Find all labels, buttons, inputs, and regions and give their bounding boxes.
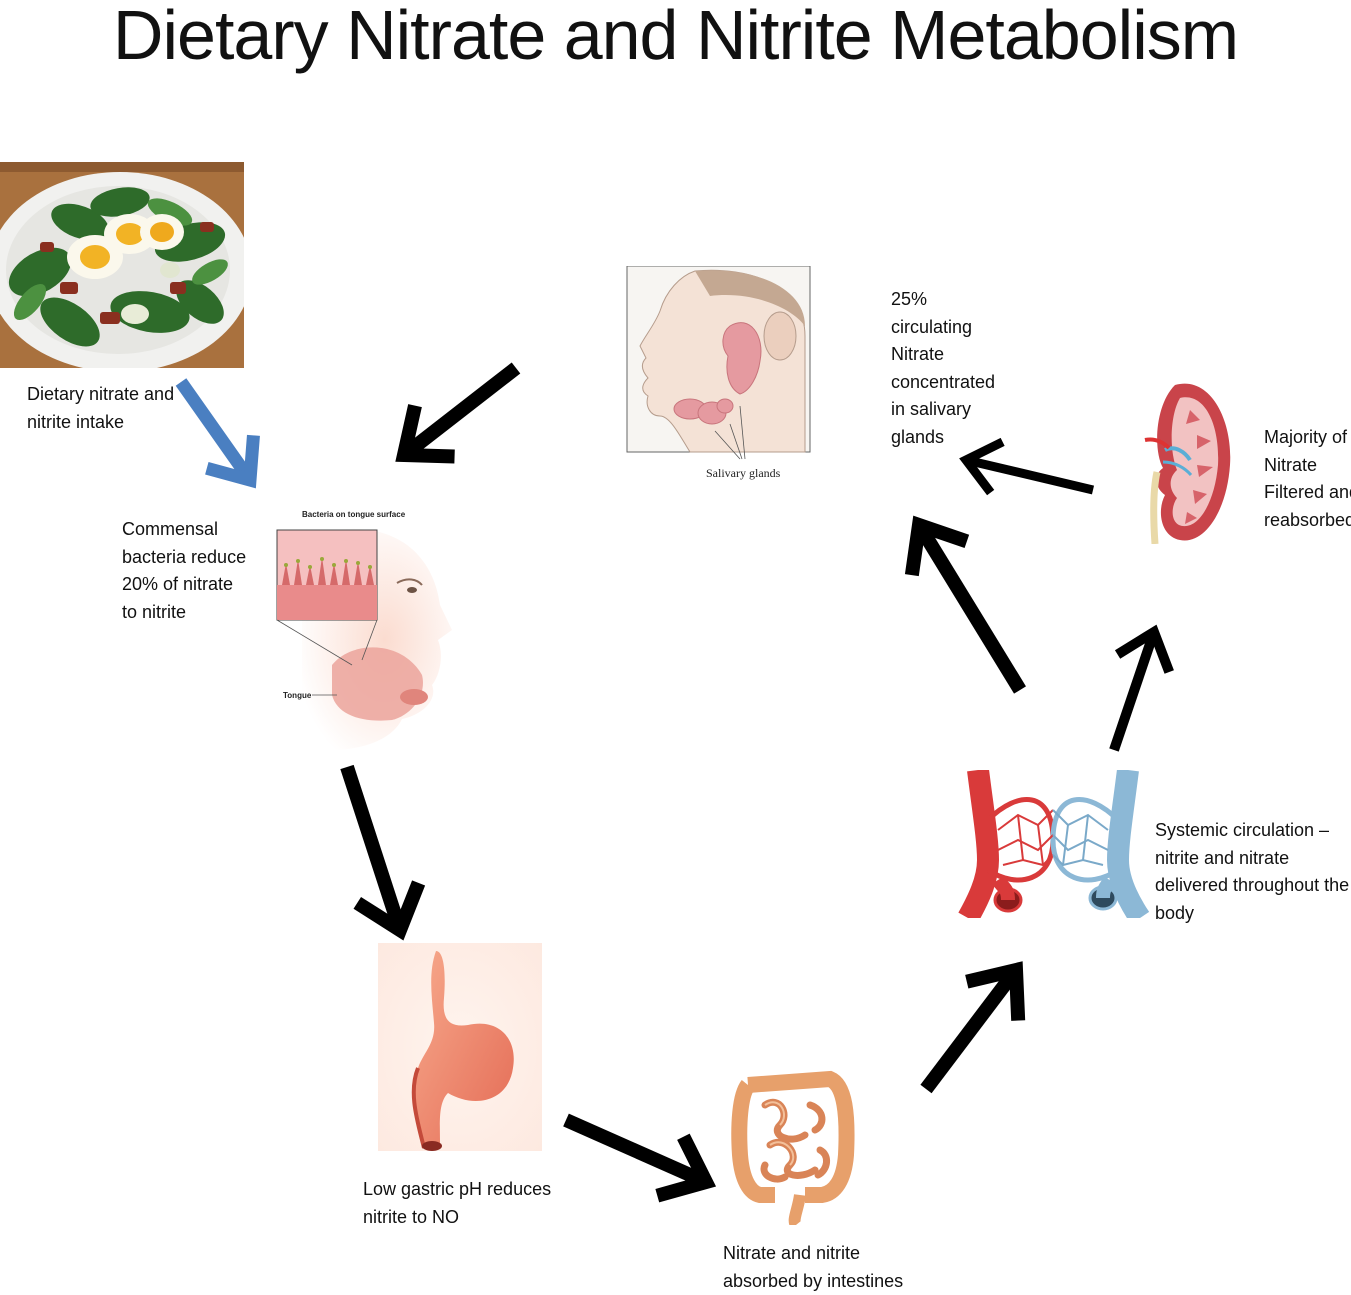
gastric-label: Low gastric pH reduces nitrite to NO: [363, 1179, 552, 1227]
mouth-to-stomach-arrow-shaft: [340, 764, 405, 925]
salad-image: [0, 162, 244, 368]
mouth-to-stomach-arrow-head: [353, 880, 426, 941]
circulation-image: [958, 770, 1150, 918]
stomach-image: [378, 943, 542, 1151]
kidney-to-salivary-arrow-head: [959, 437, 1005, 496]
kidney-label: Majority of Nitrate Filtered and reabsor…: [1264, 427, 1351, 530]
circulation-to-salivary-arrow: [904, 515, 1026, 694]
circulation-to-salivary-arrow-shaft: [917, 528, 1026, 694]
saliva-to-mouth-arrow: [395, 362, 521, 464]
commensal-bacteria-label: Commensal bacteria reduce 20% of nitrate…: [122, 519, 247, 622]
circulation-to-kidney-arrow: [1109, 624, 1174, 752]
systemic-circulation-label: Systemic circulation – nitrite and nitra…: [1155, 820, 1350, 923]
intake-arrow: [175, 378, 260, 489]
intestines-label: Nitrate and nitrite absorbed by intestin…: [723, 1243, 904, 1291]
diagram-title: Dietary Nitrate and Nitrite Metabolism: [112, 0, 1239, 74]
intestines-to-circulation-arrow-shaft: [920, 972, 1017, 1094]
dietary-intake-label: Dietary nitrate and nitrite intake: [27, 384, 175, 432]
intestines-to-circulation-arrow-head: [965, 961, 1026, 1021]
kidney-to-salivary-arrow: [959, 437, 1095, 496]
circulation-to-kidney-arrow-shaft: [1109, 636, 1157, 752]
salivary-glands-image: Salivary glands: [626, 266, 811, 480]
intestines-image: [731, 1070, 855, 1225]
kidney-to-salivary-arrow-shaft: [970, 456, 1095, 495]
intake-arrow-shaft: [175, 378, 251, 478]
bacteria-caption: Bacteria on tongue surface: [302, 510, 406, 519]
salivary-caption: Salivary glands: [706, 466, 781, 480]
mouth-to-stomach-arrow: [340, 764, 426, 941]
saliva-to-mouth-arrow-shaft: [406, 362, 521, 456]
stomach-to-intestines-arrow-head: [655, 1133, 717, 1203]
circulation-to-kidney-arrow-head: [1114, 624, 1174, 674]
tongue-bacteria-image: Bacteria on tongue surface Tongue: [276, 510, 452, 750]
intake-arrow-head: [205, 434, 260, 489]
circulation-to-salivary-arrow-head: [904, 515, 970, 577]
stomach-to-intestines-arrow: [563, 1113, 717, 1203]
kidney-image: [1144, 383, 1231, 544]
stomach-to-intestines-arrow-shaft: [563, 1113, 702, 1185]
tongue-caption: Tongue: [283, 691, 312, 700]
intestines-to-circulation-arrow: [920, 961, 1026, 1094]
saliva-to-mouth-arrow-head: [395, 404, 455, 464]
salivary-note-label: 25% circulating Nitrate concentrated in …: [891, 289, 996, 447]
